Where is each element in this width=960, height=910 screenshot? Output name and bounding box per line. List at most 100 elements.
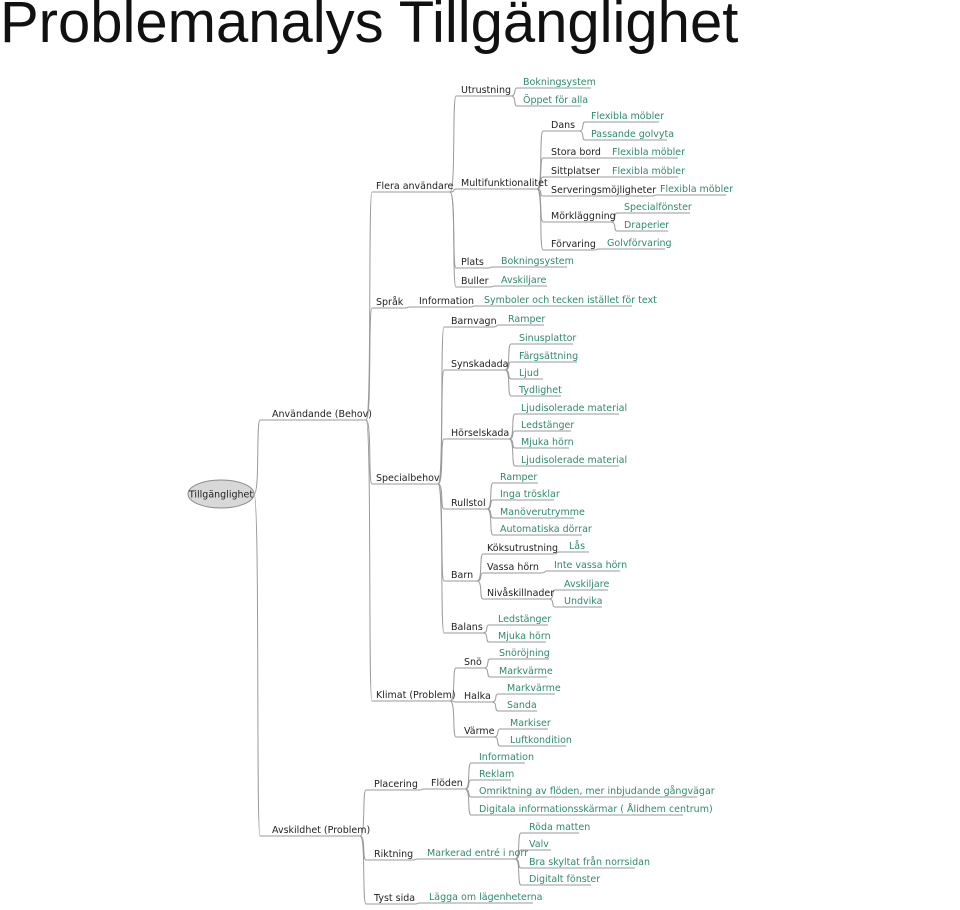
node-ramper1[interactable]: Ramper <box>506 314 545 326</box>
node-floden[interactable]: Flöden <box>429 778 465 790</box>
connector-forvaring <box>536 188 549 251</box>
node-draperier[interactable]: Draperier <box>622 220 669 232</box>
node-label: Multifunktionalitet <box>461 178 548 189</box>
node-bra[interactable]: Bra skyltat från norrsidan <box>527 857 650 869</box>
node-riktning[interactable]: Riktning <box>372 849 413 861</box>
node-specialbehov[interactable]: Specialbehov <box>374 473 440 485</box>
node-sittplatser[interactable]: Sittplatser <box>549 166 603 178</box>
root-node[interactable]: Tillgänglighet <box>187 479 255 509</box>
node-halka[interactable]: Halka <box>462 691 492 703</box>
node-fargsattning[interactable]: Färgsättning <box>517 351 578 363</box>
node-inga[interactable]: Inga trösklar <box>498 489 560 501</box>
node-sinus[interactable]: Sinusplattor <box>517 333 576 345</box>
node-digitalt[interactable]: Digitalt fönster <box>527 874 600 886</box>
connector-floden <box>417 788 429 791</box>
node-label: Nivåskillnader <box>487 588 554 599</box>
node-placering[interactable]: Placering <box>372 779 418 791</box>
node-omriktning[interactable]: Omriktning av flöden, mer inbjudande gån… <box>477 786 715 798</box>
node-anvandande[interactable]: Användande (Behov) <box>270 409 372 421</box>
node-label: Halka <box>464 691 491 702</box>
node-markerad[interactable]: Markerad entré i norr <box>425 848 528 860</box>
node-digitala[interactable]: Digitala informationsskärmar ( Ålidhem c… <box>477 803 713 816</box>
node-forvaring[interactable]: Förvaring <box>549 239 596 251</box>
node-undvika[interactable]: Undvika <box>562 596 602 608</box>
node-valv[interactable]: Valv <box>527 839 551 851</box>
node-inte-vassa[interactable]: Inte vassa hörn <box>552 560 627 572</box>
node-tydlighet[interactable]: Tydlighet <box>517 385 562 397</box>
connector-valv <box>514 849 527 860</box>
node-dans[interactable]: Dans <box>549 120 579 132</box>
node-ljudiso1[interactable]: Ljudisolerade material <box>519 403 627 415</box>
connector-avskiljare1 <box>488 285 499 288</box>
node-lagga[interactable]: Lägga om lägenheterna <box>427 892 542 904</box>
node-nivaskillnader[interactable]: Nivåskillnader <box>485 588 554 600</box>
node-balans[interactable]: Balans <box>449 622 483 634</box>
node-oppet[interactable]: Öppet för alla <box>521 95 588 107</box>
node-label: Reklam <box>479 769 514 780</box>
node-synskadada[interactable]: Synskadada <box>449 359 508 371</box>
node-avskildhet[interactable]: Avskildhet (Problem) <box>270 825 370 837</box>
node-barn[interactable]: Barn <box>449 570 477 582</box>
node-rullstol[interactable]: Rullstol <box>449 498 487 510</box>
node-flera[interactable]: Flera användare <box>374 181 454 193</box>
node-serv-flex[interactable]: Flexibla möbler <box>658 184 733 196</box>
node-barnvagn[interactable]: Barnvagn <box>449 316 497 328</box>
node-specialfonster[interactable]: Specialfönster <box>622 202 692 214</box>
node-koksutrustning[interactable]: Köksutrustning <box>485 543 558 555</box>
node-label: Digitalt fönster <box>529 874 600 885</box>
node-symboler[interactable]: Symboler och tecken istället för text <box>482 295 657 307</box>
node-manover[interactable]: Manöverutrymme <box>498 507 585 519</box>
node-mjuka1[interactable]: Mjuka hörn <box>519 437 574 449</box>
node-label: Ledstänger <box>521 420 574 431</box>
node-horselskada[interactable]: Hörselskada <box>449 428 509 440</box>
connector-luftkondition <box>493 736 508 747</box>
node-plats[interactable]: Plats <box>459 257 487 269</box>
node-snorojning[interactable]: Snöröjning <box>497 648 550 660</box>
node-las[interactable]: Lås <box>567 541 589 553</box>
node-ramper2[interactable]: Ramper <box>498 472 538 484</box>
node-sno[interactable]: Snö <box>462 657 484 669</box>
node-sanda[interactable]: Sanda <box>505 700 537 712</box>
node-mjuka2[interactable]: Mjuka hörn <box>496 631 551 643</box>
node-tyst[interactable]: Tyst sida <box>372 893 415 905</box>
node-ledstanger1[interactable]: Ledstänger <box>519 420 574 432</box>
node-avskiljare1[interactable]: Avskiljare <box>499 275 547 287</box>
node-vassa[interactable]: Vassa hörn <box>485 562 541 574</box>
node-ljud[interactable]: Ljud <box>517 368 543 380</box>
node-ljudiso2[interactable]: Ljudisolerade material <box>519 455 627 467</box>
node-stora-flex[interactable]: Flexibla möbler <box>610 147 685 159</box>
node-klimat[interactable]: Klimat (Problem) <box>374 690 456 702</box>
node-dans-flex[interactable]: Flexibla möbler <box>589 111 664 123</box>
connector-markvarme1 <box>483 667 497 678</box>
connector-ramper1 <box>492 324 506 328</box>
node-sitt-flex[interactable]: Flexibla möbler <box>610 166 685 178</box>
node-label: Mjuka hörn <box>498 631 551 642</box>
node-label: Dans <box>551 120 575 131</box>
node-luftkondition[interactable]: Luftkondition <box>508 735 572 747</box>
node-varme[interactable]: Värme <box>462 726 495 738</box>
connector-tydlighet <box>504 369 517 397</box>
node-bokningsystem[interactable]: Bokningsystem <box>521 77 596 89</box>
node-markvarme2[interactable]: Markvärme <box>505 683 561 695</box>
node-ledstanger2[interactable]: Ledstänger <box>496 614 551 626</box>
node-golvforvaring[interactable]: Golvförvaring <box>605 238 672 250</box>
node-markvarme1[interactable]: Markvärme <box>497 666 553 678</box>
node-servering[interactable]: Serveringsmöjligheter <box>549 185 656 197</box>
node-utrustning[interactable]: Utrustning <box>459 85 511 97</box>
node-label: Undvika <box>564 596 602 607</box>
node-markiser[interactable]: Markiser <box>508 718 551 730</box>
node-avskiljare2[interactable]: Avskiljare <box>562 579 609 591</box>
node-morklaggning[interactable]: Mörkläggning <box>549 211 616 223</box>
node-information[interactable]: Information <box>417 296 474 308</box>
node-sprak[interactable]: Språk <box>374 297 404 309</box>
node-stora-bord[interactable]: Stora bord <box>549 147 601 159</box>
node-automatiska[interactable]: Automatiska dörrar <box>498 524 592 536</box>
node-dans-golv[interactable]: Passande golvyta <box>589 129 674 141</box>
node-plats-bok[interactable]: Bokningsystem <box>499 256 574 268</box>
node-multi[interactable]: Multifunktionalitet <box>459 178 548 190</box>
node-info2[interactable]: Information <box>477 752 534 764</box>
node-buller[interactable]: Buller <box>459 276 489 288</box>
node-reklam[interactable]: Reklam <box>477 769 514 781</box>
node-label: Utrustning <box>461 85 511 96</box>
node-roda[interactable]: Röda matten <box>527 822 590 834</box>
